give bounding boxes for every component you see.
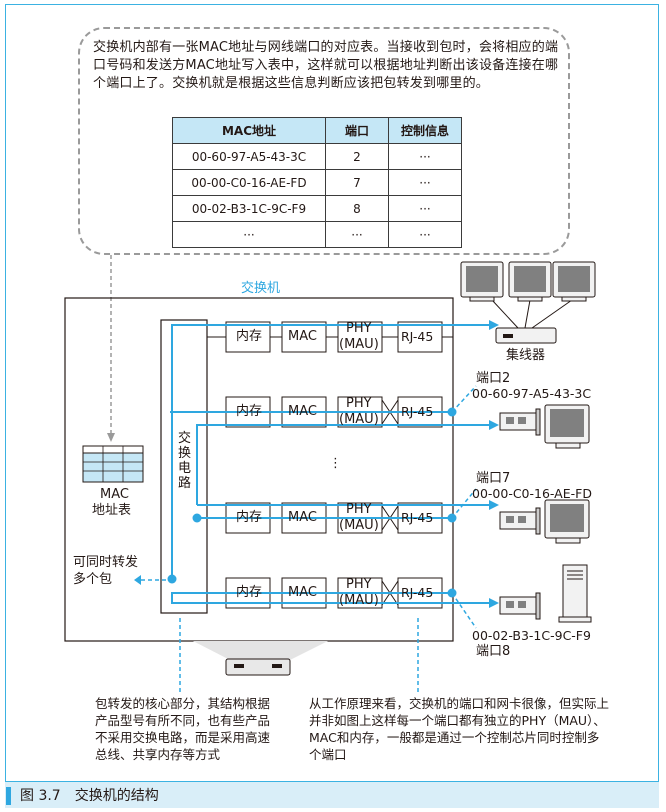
phy-block-label: PHY [346,396,372,411]
table-cell: ··· [388,143,462,170]
switch-icon [225,658,291,676]
port7-mac-label: 00-00-C0-16-AE-FD [472,486,592,501]
switch-title: 交换机 [241,281,281,296]
rj45-block-label: RJ-45 [401,510,434,525]
caption-bar [5,782,659,808]
hub-label: 集线器 [506,348,546,363]
port2-mac-label: 00-60-97-A5-43-3C [472,386,592,401]
note-switch-circuit: 包转发的核心部分，其结构根据产品型号有所不同，也有些产品不采用交换电路，而是采用… [95,696,271,762]
note-port-structure: 从工作原理来看，交换机的端口和网卡很像，但实际上并非如图上这样每一个端口都有独立… [309,696,610,762]
nic-card-icon [499,408,541,436]
flow-dot [167,574,177,584]
callout-text: 交换机内部有一张MAC地址与网线端口的对应表。当接收到包时，会将相应的端口号码和… [93,40,559,91]
port2-label: 端口2 [476,371,511,386]
table-row: 00-60-97-A5-43-3C 2 ··· [172,143,462,170]
figure-caption: 图 3.7 交换机的结构 [20,788,159,804]
port8-label: 端口8 [476,644,511,659]
multi-packet-label-1: 可同时转发 [73,555,139,570]
port8-mac-label: 00-02-B3-1C-9C-F9 [472,628,591,643]
memory-block-label: 内存 [236,510,263,525]
pointer-head [134,575,141,585]
table-cell: 2 [325,143,389,170]
memory-block-label: 内存 [236,404,263,419]
monitor-icon [544,499,590,544]
switch-circuit-label: 交换电路 [178,431,192,491]
rj45-block-label: RJ-45 [401,329,434,344]
mac-block-label: MAC [288,404,317,419]
table-cell: ··· [325,221,389,248]
table-cell: 00-02-B3-1C-9C-F9 [172,195,326,222]
monitor-icon [508,261,552,302]
mau-block-label: (MAU) [339,593,379,608]
mau-block-label: (MAU) [339,518,379,533]
phy-block-label: PHY [346,321,372,336]
mac-block-label: MAC [288,585,317,600]
monitor-icon [460,261,504,302]
caption-marker [6,787,11,805]
packet-flow [170,320,499,608]
mau-block-label: (MAU) [339,412,379,427]
server-tower-icon [558,564,592,623]
rj45-block-label: RJ-45 [401,585,434,600]
mac-address-table: MAC地址 端口 控制信息 00-60-97-A5-43-3C 2 ··· 00… [172,117,462,248]
callout-bubble [78,27,570,255]
table-cell: ··· [388,221,462,248]
table-cell: 00-60-97-A5-43-3C [172,143,326,170]
multi-packet-label-2: 多个包 [73,572,113,587]
mac-block-label: MAC [288,510,317,525]
memory-block-label: 内存 [236,329,263,344]
memory-block-label: 内存 [236,585,263,600]
phy-block-label: PHY [346,577,372,592]
port7-label: 端口7 [476,471,511,486]
nic-card-icon [499,592,541,620]
ellipsis-vertical: ⋮ [329,456,342,471]
table-cell: ··· [172,221,326,248]
mac-table-label-1: MAC [100,487,129,502]
nic-card-icon [499,507,541,535]
projection-fan [193,641,328,660]
table-header-control: 控制信息 [388,117,462,144]
flow-dot [192,513,202,523]
hub-icon [491,299,573,344]
mac-table-icon [82,445,144,483]
mac-block-label: MAC [288,329,317,344]
dashed-pointers [141,385,477,695]
table-row: ··· ··· ··· [172,221,462,248]
table-header-port: 端口 [325,117,389,144]
mac-table-label-2: 地址表 [92,503,132,518]
monitor-icon [552,261,596,302]
figure-frame [5,4,659,782]
port-row-1 [207,321,453,353]
table-cell: ··· [388,169,462,196]
table-row: 00-00-C0-16-AE-FD 7 ··· [172,169,462,196]
table-cell: 7 [325,169,389,196]
monitor-icon [544,404,590,449]
rj45-block-label: RJ-45 [401,404,434,419]
mau-block-label: (MAU) [339,337,379,352]
phy-block-label: PHY [346,502,372,517]
switch-circuit-box [160,319,208,614]
